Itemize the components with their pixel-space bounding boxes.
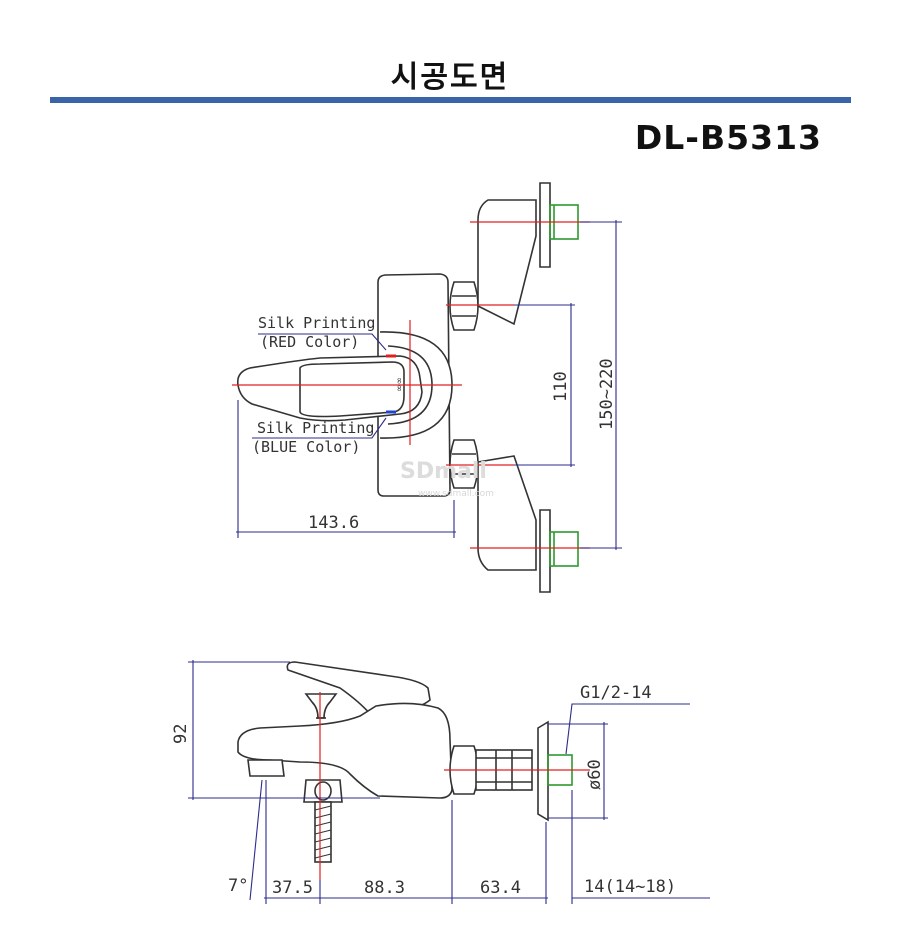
silk-blue-label-1: Silk Printing: [257, 419, 374, 437]
dim-a-label: 37.5: [272, 878, 313, 898]
hose-connector: [303, 779, 343, 803]
front-view: ∞∞: [236, 182, 579, 593]
silk-red-label-1: Silk Printing: [258, 314, 375, 332]
model-number: DL-B5313: [634, 118, 822, 157]
front-dimensions: [236, 220, 622, 550]
dim-c-label: 63.4: [480, 878, 521, 898]
title-rule: [50, 97, 851, 103]
dim-b-label: 88.3: [364, 878, 405, 898]
lower-flange: [539, 509, 551, 593]
dim-width-label: 143.6: [308, 513, 359, 533]
dim-range-label: 150~220: [597, 358, 617, 430]
dim-angle-label: 7°: [228, 876, 248, 896]
side-body: [237, 702, 453, 799]
top-nut: [449, 281, 479, 331]
diverter-knob: [304, 693, 338, 719]
watermark-url: www.sdmall.com: [418, 489, 494, 499]
dim-height-label: 92: [171, 724, 191, 744]
front-centerlines: [232, 221, 590, 549]
spout: [247, 759, 285, 777]
upper-flange: [539, 182, 551, 268]
page-title: 시공도면: [390, 60, 510, 95]
bottom-nut: [449, 439, 479, 489]
side-flange: [537, 720, 549, 822]
upper-arm: [477, 199, 537, 326]
diameter-label: ø60: [585, 759, 605, 790]
dim-d-label: 14(14~18): [584, 877, 676, 897]
silk-red-label-2: (RED Color): [260, 333, 359, 351]
thread-label: G1/2-14: [580, 683, 652, 703]
silk-blue-label-2: (BLUE Color): [252, 438, 360, 456]
side-lever: [286, 661, 431, 717]
lower-arm: [477, 455, 537, 571]
side-view: [237, 661, 573, 863]
dim-center-label: 110: [551, 371, 571, 402]
side-dimensions: [188, 660, 710, 904]
watermark: SDmall: [400, 459, 487, 484]
side-centerlines: [319, 692, 590, 880]
